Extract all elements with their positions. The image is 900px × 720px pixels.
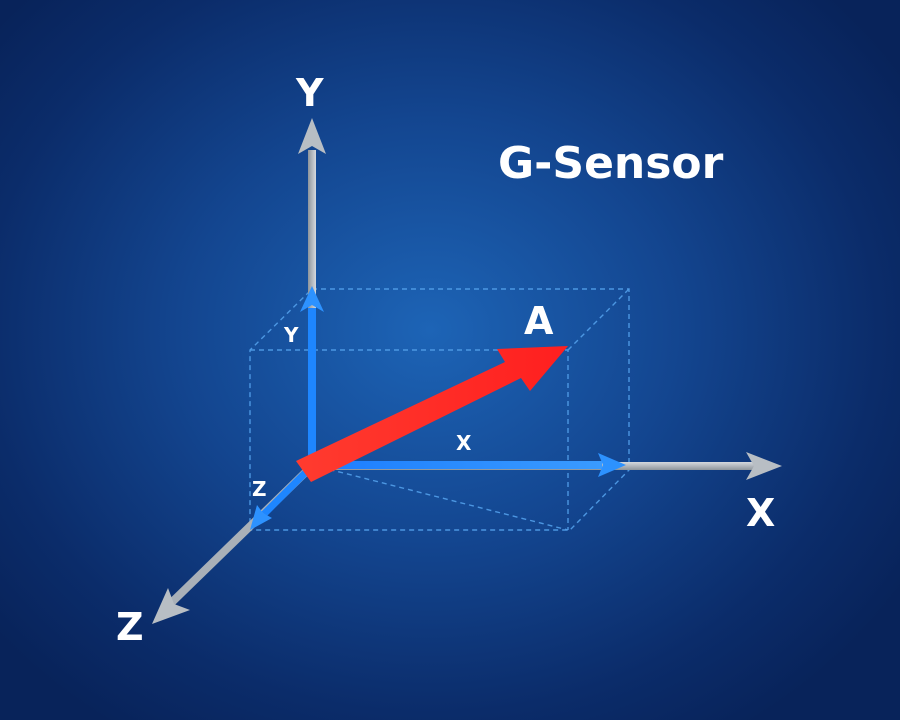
y-axis-label: Y <box>295 71 324 115</box>
diagram-title: G-Sensor <box>498 138 724 189</box>
y-component-vector <box>300 286 324 468</box>
x-component-vector <box>312 453 626 477</box>
z-component-label: Z <box>252 477 267 501</box>
y-component-label: Y <box>283 323 299 347</box>
x-axis-label: X <box>746 491 775 535</box>
acceleration-vector-a <box>296 346 568 482</box>
z-axis-label: Z <box>116 605 144 649</box>
vector-a-label: A <box>524 299 554 343</box>
z-component-vector <box>250 463 315 530</box>
projection-box <box>249 288 630 531</box>
x-component-label: X <box>456 431 472 455</box>
